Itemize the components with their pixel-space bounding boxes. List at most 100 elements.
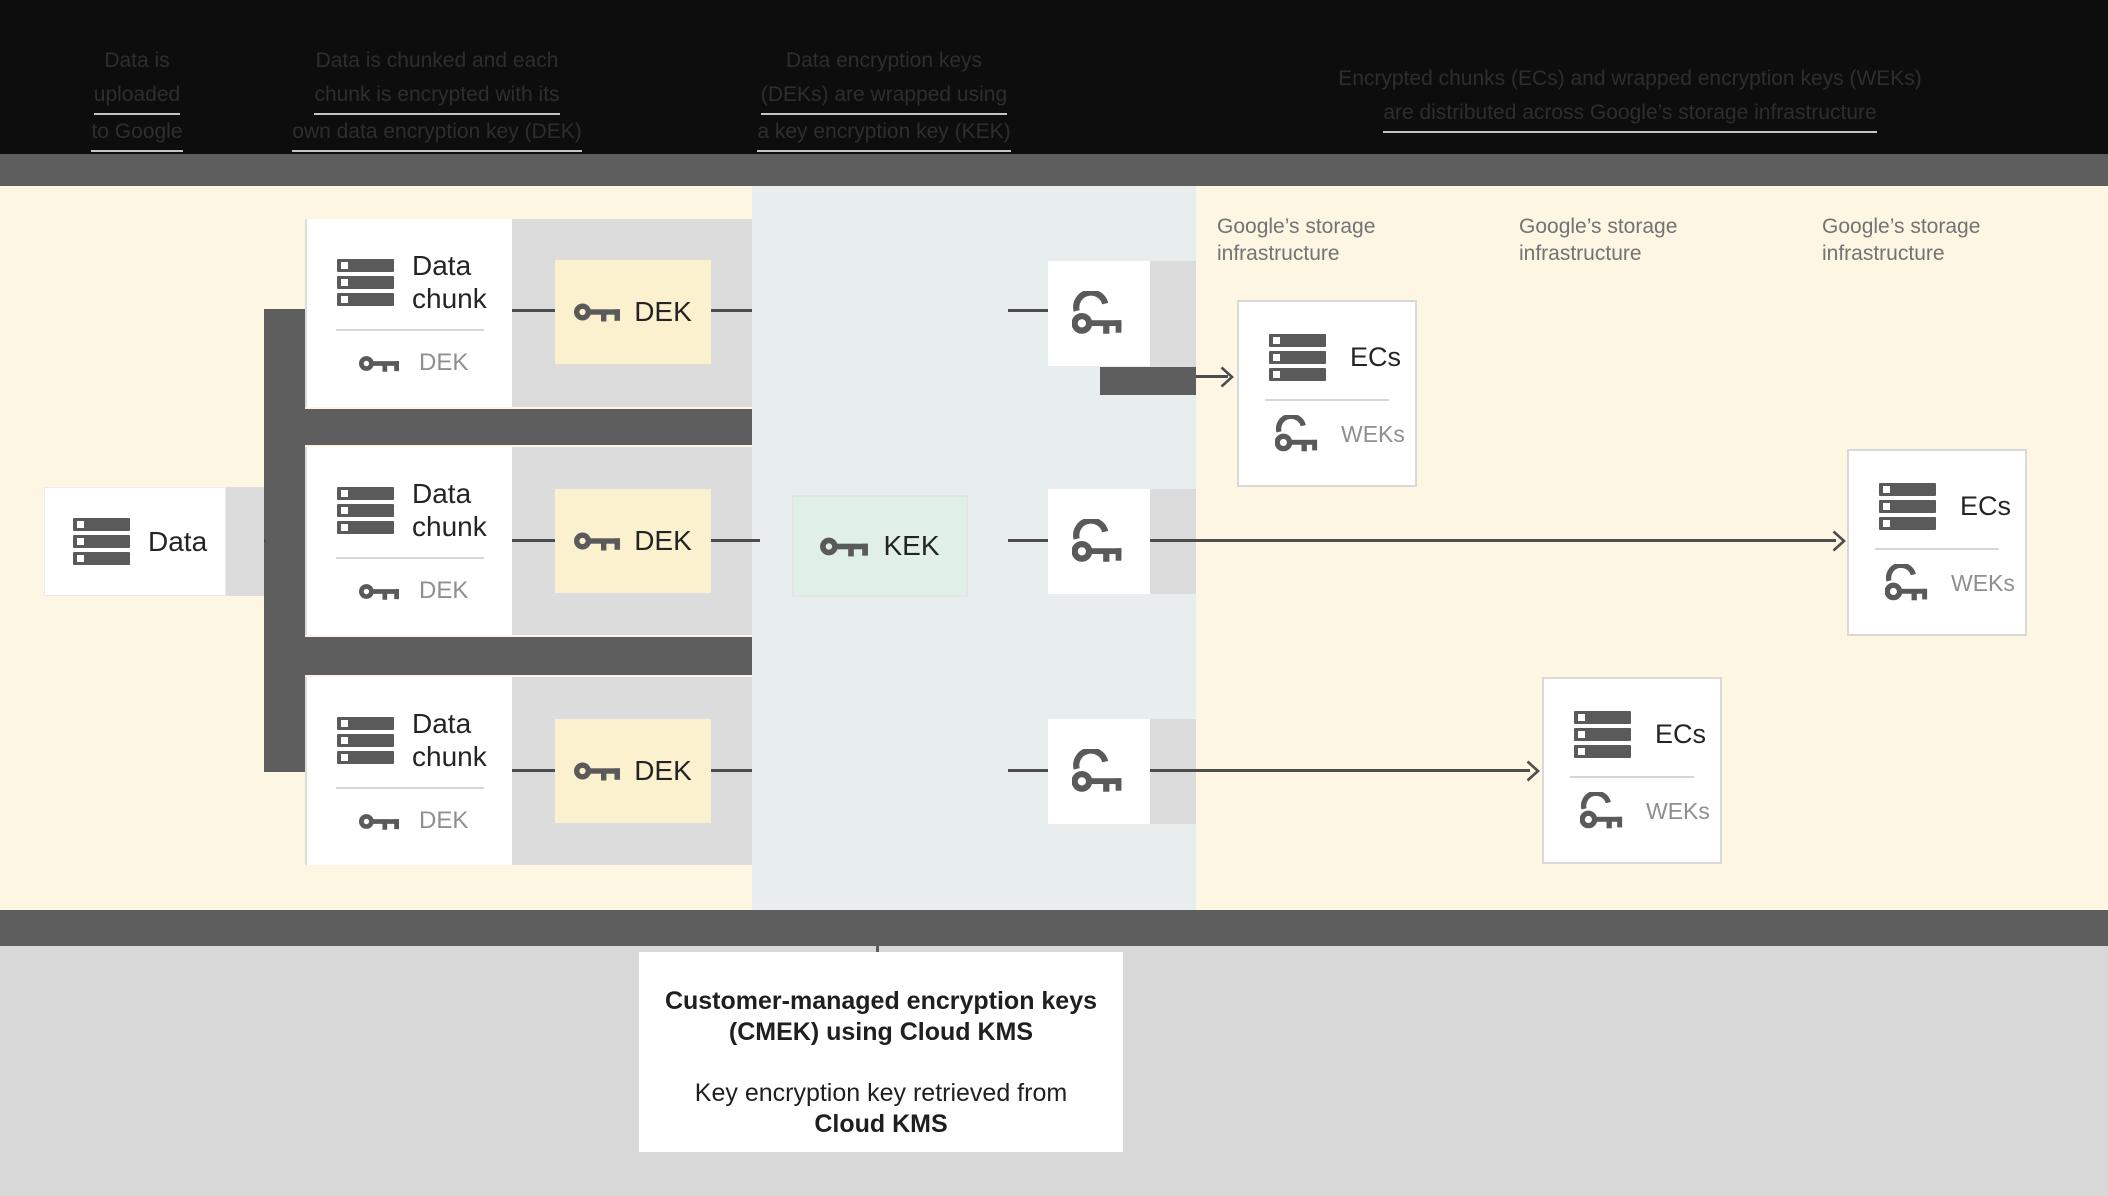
connector-line [1008, 769, 1048, 772]
chunk-key-label: DEK [419, 577, 469, 604]
chunk-box-top: Data chunk [307, 677, 512, 773]
data-stack-icon [1269, 334, 1326, 381]
ecs-box-label: ECs [1960, 491, 2012, 521]
diagram-canvas: Data Data chunk DEK [0, 186, 2108, 910]
header-link-text[interactable]: (DEKs) are wrapped using [760, 78, 1008, 115]
connector-line [1008, 539, 1048, 542]
divider [335, 557, 484, 559]
wrapped-key-icon [1275, 415, 1318, 452]
ecs-box-top: ECs [1544, 679, 1720, 758]
divider [1875, 548, 1999, 550]
dek-box: DEK [555, 489, 711, 593]
data-stack-icon [1574, 711, 1631, 758]
connector-line [512, 539, 555, 542]
storage-infrastructure-label: Google’s storage infrastructure [1217, 213, 1457, 267]
ecs-box-label: ECs [1350, 342, 1402, 372]
dek-box: DEK [555, 260, 711, 364]
encrypted-chunks-box: ECs WEKs [1847, 449, 2027, 636]
key-icon [574, 303, 621, 322]
key-icon [359, 583, 399, 600]
chunk-box-label: Data chunk [412, 250, 487, 314]
connector-line [1008, 309, 1048, 312]
kek-box: KEK [792, 495, 968, 597]
header-link-text[interactable]: are distributed across Google’s storage … [1383, 96, 1877, 133]
wrapped-key-box [1048, 719, 1150, 824]
dek-box: DEK [555, 719, 711, 823]
ecs-box-label: ECs [1655, 719, 1707, 749]
chunk-connector-bar [264, 637, 752, 675]
ecs-box-top: ECs [1849, 451, 2025, 530]
bottom-divider-strip [0, 910, 2108, 946]
chunk-connector-bar [264, 409, 752, 445]
divider [1570, 776, 1694, 778]
arrow-line [1196, 375, 1228, 378]
wrapped-key-connector-bar [1100, 367, 1196, 395]
storage-label-line: infrastructure [1822, 242, 1945, 265]
connector-line [711, 309, 752, 312]
chunk-box-bottom: DEK [307, 331, 512, 377]
ecs-box-top: ECs [1239, 302, 1415, 381]
header-link-text[interactable]: to Google [91, 115, 183, 152]
chunk-key-label: DEK [419, 807, 469, 834]
key-icon [359, 355, 399, 372]
data-box: Data [44, 487, 226, 596]
storage-label-line: infrastructure [1217, 242, 1340, 265]
caption-title-line: Customer-managed encryption keys [664, 987, 1098, 1015]
arrowhead-icon [1220, 366, 1234, 388]
chunk-key-label: DEK [419, 349, 469, 376]
connector-line [512, 309, 555, 312]
header-step-upload: Data is uploaded to Google [27, 44, 247, 152]
chunk-split-trunk [264, 309, 305, 772]
data-stack-icon [337, 258, 394, 306]
connector-line [512, 769, 555, 772]
data-stack-icon [337, 716, 394, 764]
header-link-text[interactable]: own data encryption key (DEK) [292, 115, 582, 152]
key-icon [574, 532, 621, 551]
data-stack-icon [1879, 483, 1936, 530]
connector-line [711, 769, 752, 772]
wrapped-key-box [1048, 489, 1150, 594]
header-text: Data encryption keys [785, 49, 983, 72]
wrapped-key-icon [1885, 564, 1928, 601]
data-stack-icon [73, 518, 130, 565]
divider [335, 787, 484, 789]
chunk-box-top: Data chunk [307, 447, 512, 543]
header-step-chunking: Data is chunked and each chunk is encryp… [262, 44, 612, 152]
caption-spacer [639, 1048, 1123, 1078]
data-chunk-box: Data chunk DEK [307, 677, 512, 865]
header-link-text[interactable]: chunk is encrypted with its [314, 78, 560, 115]
ecs-box-bottom: WEKs [1239, 401, 1415, 454]
ecs-box-bottom: WEKs [1544, 778, 1720, 831]
divider [335, 329, 484, 331]
data-chunk-box: Data chunk DEK [307, 447, 512, 635]
header-text: Data is [104, 49, 170, 72]
arrow-line [1150, 539, 1836, 542]
storage-infrastructure-label: Google’s storage infrastructure [1519, 213, 1759, 267]
header-link-text[interactable]: a key encryption key (KEK) [757, 115, 1011, 152]
storage-label-line: infrastructure [1519, 242, 1642, 265]
divider [1265, 399, 1389, 401]
chunk-box-label: Data chunk [412, 478, 487, 542]
kek-box-label: KEK [883, 530, 940, 561]
caption-body-line: Cloud KMS [814, 1110, 948, 1138]
chunk-box-label: Data chunk [412, 708, 487, 772]
top-divider-strip [0, 154, 2108, 186]
data-chunk-box: Data chunk DEK [307, 219, 512, 407]
key-icon [359, 813, 399, 830]
dek-box-label: DEK [634, 755, 692, 786]
wrapped-key-box [1048, 261, 1150, 366]
header-text: Data is chunked and each [315, 49, 559, 72]
wrapped-key-icon [1072, 518, 1122, 562]
connector-line [711, 539, 760, 542]
ecs-box-bottom: WEKs [1849, 550, 2025, 603]
arrow-line [1150, 769, 1530, 772]
storage-label-line: Google’s storage [1822, 215, 1981, 238]
key-icon [574, 762, 621, 781]
header-link-text[interactable]: uploaded [93, 78, 181, 115]
footer-area: Customer-managed encryption keys (CMEK) … [0, 946, 2108, 1196]
caption-body-line: Key encryption key retrieved from [694, 1079, 1068, 1107]
wrapped-key-icon [1072, 748, 1122, 792]
data-stack-icon [337, 486, 394, 534]
wrapped-key-icon [1580, 792, 1623, 829]
